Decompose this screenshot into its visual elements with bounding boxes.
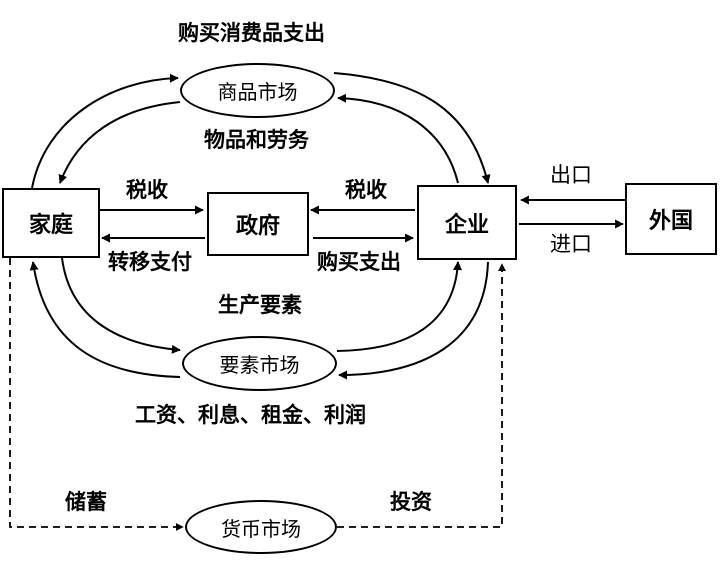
arrow-spending-to-goods-market: [31, 73, 179, 189]
factor-market-ellipse: 要素市场: [182, 336, 337, 391]
goods-market-ellipse: 商品市场: [180, 63, 335, 118]
arrow-factor-income-to-household: [29, 261, 181, 378]
arrow-factor-market-to-firms: [336, 261, 463, 352]
arrow-goods-to-household: [58, 101, 181, 184]
label-transfer-payments: 转移支付: [108, 250, 192, 274]
arrow-household-to-factor-market: [61, 257, 181, 354]
arrow-goods-market-to-firms: [333, 72, 491, 184]
label-factors-of-production: 生产要素: [218, 293, 302, 317]
label-tax-household: 税收: [126, 178, 168, 202]
label-savings: 储蓄: [65, 490, 107, 514]
household-box: 家庭: [2, 188, 100, 258]
label-exports: 出口: [550, 163, 592, 187]
label-tax-firms: 税收: [345, 178, 387, 202]
label-factor-income: 工资、利息、租金、利润: [135, 403, 366, 427]
firms-box: 企业: [417, 185, 517, 260]
label-investment: 投资: [390, 490, 432, 514]
arrow-firms-to-factor-market: [338, 261, 489, 380]
label-goods-services: 物品和劳务: [204, 128, 309, 152]
arrow-investment-to-firms: [337, 263, 506, 528]
label-imports: 进口: [550, 232, 592, 256]
government-box: 政府: [207, 192, 309, 256]
arrow-savings-to-money-market: [9, 258, 184, 531]
foreign-box: 外国: [625, 183, 717, 255]
money-market-ellipse: 货币市场: [185, 500, 337, 554]
arrow-firms-to-goods-market: [337, 93, 459, 184]
label-consumer-spending: 购买消费品支出: [178, 21, 325, 45]
label-government-purchases: 购买支出: [317, 250, 401, 274]
